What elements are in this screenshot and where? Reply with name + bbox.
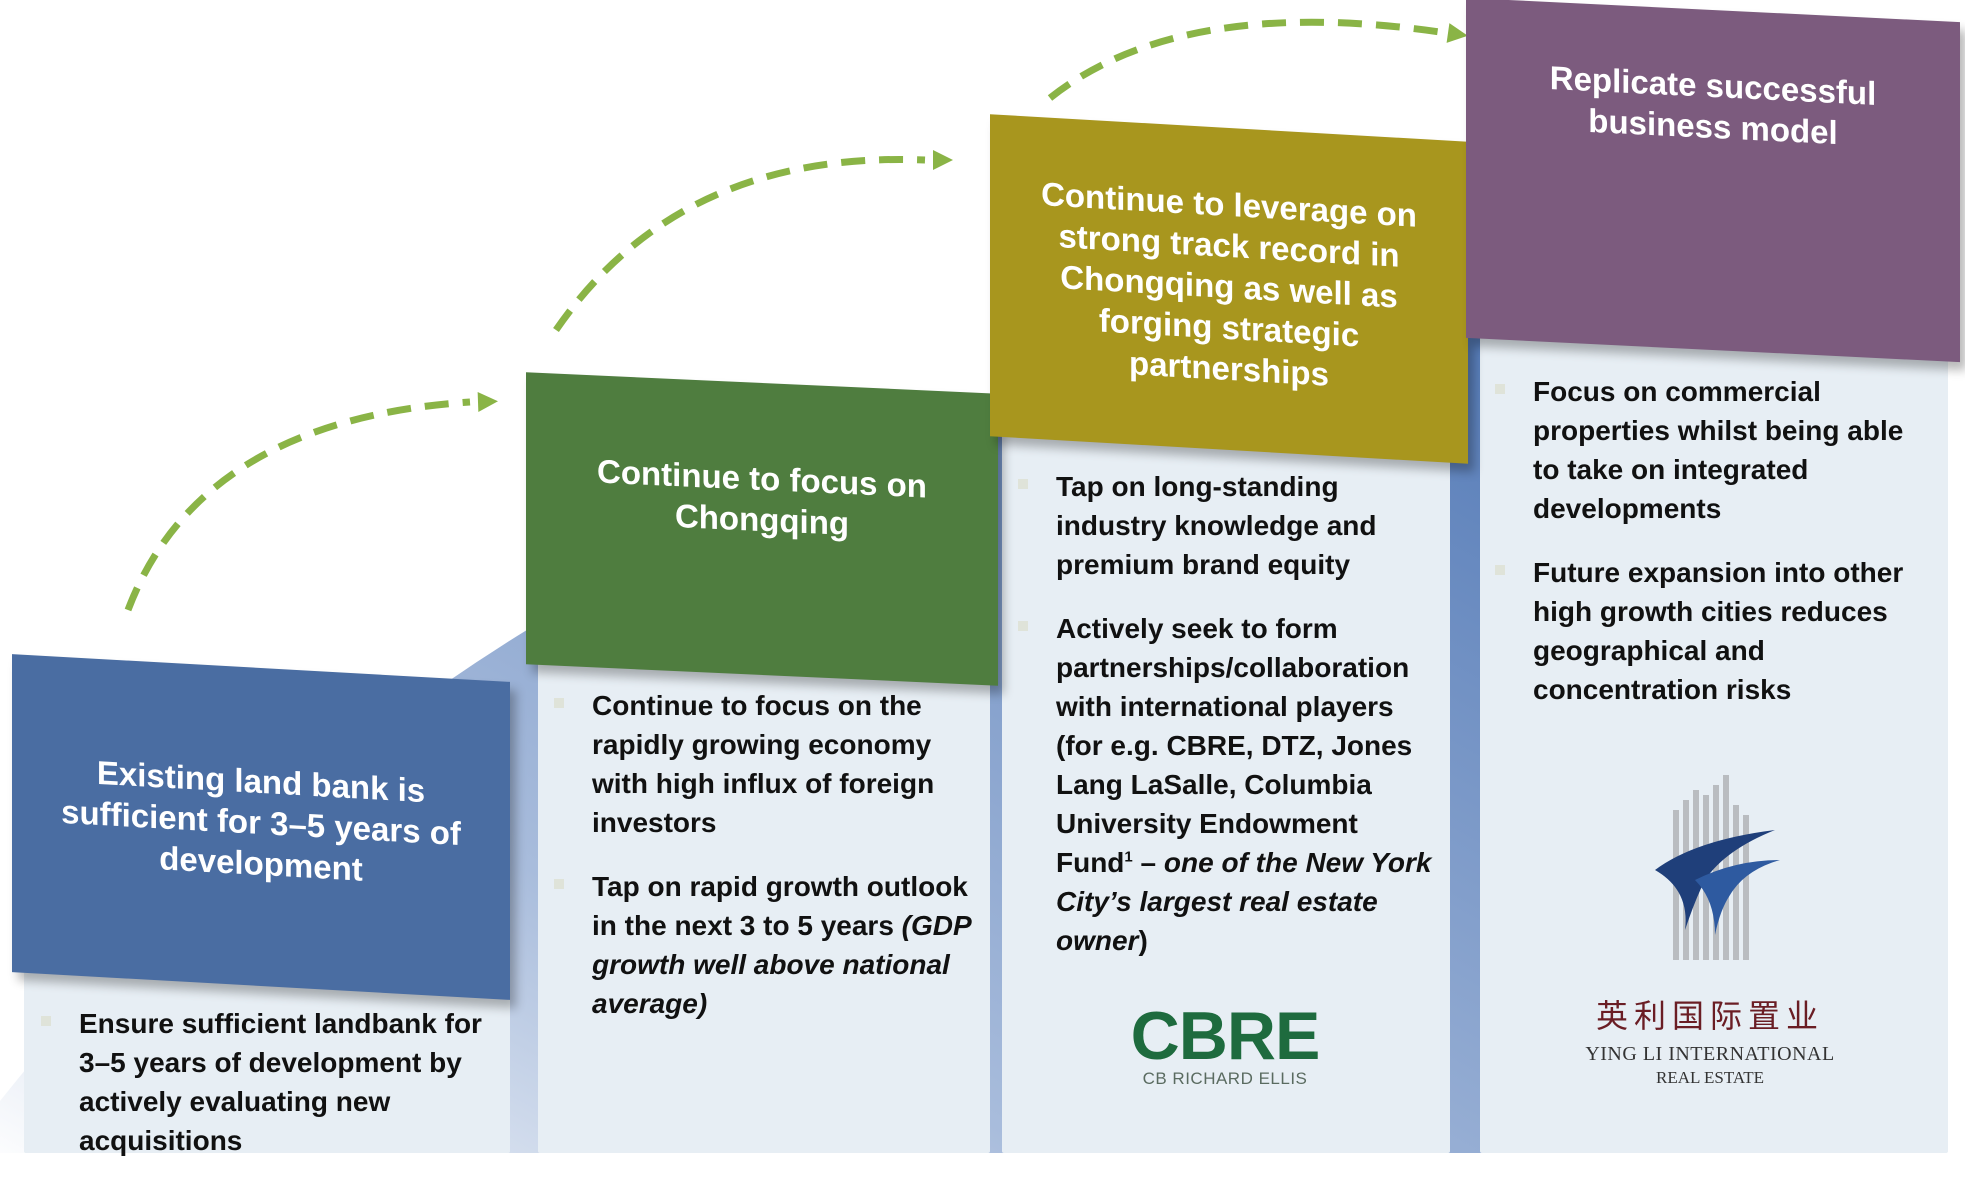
bullet-item: Focus on commercial properties whilst be… [1495,372,1933,528]
bullet-item: Continue to focus on the rapidly growing… [554,686,972,842]
bullet-marker-icon [554,879,564,889]
arrowhead-icon [1446,23,1468,43]
step-2-heading: Continue to focus on Chongqing [597,452,927,542]
cbre-logo-subtext: CB RICHARD ELLIS [1142,1069,1308,1088]
step-2-column [538,660,990,1153]
yingli-emblem-icon [1655,775,1780,960]
bullet-marker-icon [1018,621,1028,631]
step-1-heading: Existing land bank is sufficient for 3–5… [61,753,461,888]
step-2-bullets: Continue to focus on the rapidly growing… [554,686,972,1048]
bullet-marker-icon [1495,565,1505,575]
yingli-chinese-name: 英利国际置业 [1595,997,1824,1035]
step-3-column [1002,430,1450,1153]
bullet-item: Ensure sufficient landbank for 3–5 years… [41,1004,489,1160]
step-3-heading: Continue to leverage on strong track rec… [1041,175,1417,393]
cbre-logo-text: CBRE [1130,998,1321,1074]
bullet-marker-icon [1018,479,1028,489]
bullet-item: Actively seek to form partnerships/colla… [1018,609,1441,960]
dashed-arrow-1 [124,398,471,612]
bullet-marker-icon [554,698,564,708]
arrowhead-icon [933,150,953,170]
step-4-heading: Replicate successful business model [1549,59,1877,152]
bullet-item: Future expansion into other high growth … [1495,553,1933,709]
step-4-box: Replicate successful business model [1466,0,1960,363]
step-4-bullets: Focus on commercial properties whilst be… [1495,372,1933,734]
dashed-arrow-2 [553,155,926,332]
yingli-english-subname: REAL ESTATE [1655,1068,1765,1087]
step-3-bullets: Tap on long-standing industry knowledge … [1018,467,1441,985]
step-4-column [1480,300,1948,1153]
step-1-box: Existing land bank is sufficient for 3–5… [12,654,510,1000]
step-2-box: Continue to focus on Chongqing [526,372,998,686]
yingli-logo: 英利国际置业 YING LI INTERNATIONAL REAL ESTATE [1565,770,1855,1088]
cbre-logo: CBRE CB RICHARD ELLIS [1125,998,1325,1089]
yingli-english-name: YING LI INTERNATIONAL [1585,1043,1835,1065]
bullet-marker-icon [1495,384,1505,394]
step-1-bullets: Ensure sufficient landbank for 3–5 years… [41,1004,489,1185]
bullet-item: Tap on rapid growth outlook in the next … [554,867,972,1023]
step-3-box: Continue to leverage on strong track rec… [990,114,1468,464]
arrowhead-icon [477,392,498,412]
bullet-item: Tap on long-standing industry knowledge … [1018,467,1441,584]
bullet-marker-icon [41,1016,51,1026]
dashed-arrow-3 [1047,18,1441,101]
